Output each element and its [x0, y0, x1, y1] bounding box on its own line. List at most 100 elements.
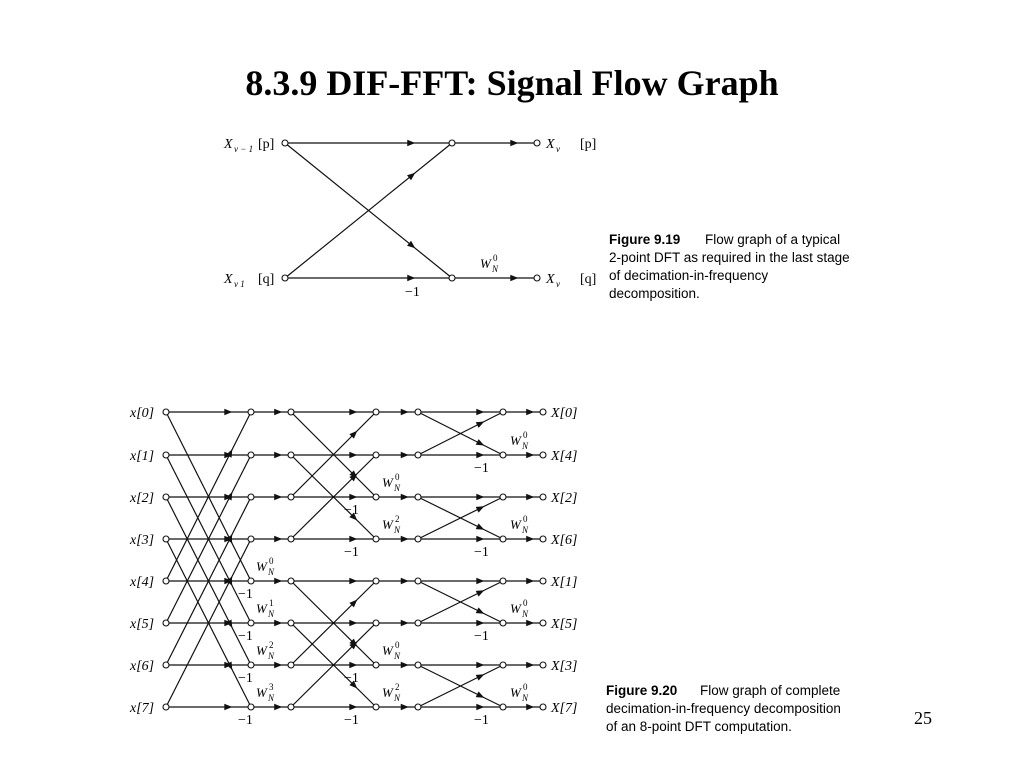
stage2-cross-branch — [290, 580, 377, 666]
node — [414, 493, 422, 501]
arrowhead — [526, 493, 535, 501]
output-label-0: X[0] — [550, 406, 577, 421]
node — [499, 408, 507, 416]
arrowhead — [400, 703, 409, 711]
arrowhead — [475, 674, 485, 681]
figure-9-19-caption-line: Flow graph of a typical — [705, 232, 840, 247]
stage2-twiddle-label-subscript: N — [393, 693, 401, 703]
stage2-cross-branch — [290, 622, 377, 708]
output-label-4: X[1] — [550, 575, 577, 590]
node — [499, 493, 507, 501]
arrowhead — [349, 599, 358, 608]
arrowhead — [476, 619, 485, 627]
input-label-p-index: [p] — [258, 137, 274, 152]
figure-9-20-caption-line: of an 8-point DFT computation. — [606, 719, 792, 734]
stage3-cross-branch — [417, 496, 504, 540]
stage1-twiddle-label-exponent: 2 — [269, 640, 274, 650]
stage2-twiddle-label-subscript: N — [393, 525, 401, 535]
node — [414, 661, 422, 669]
arrowhead — [274, 661, 283, 669]
arrowhead — [526, 451, 535, 459]
stage3-minus-one-label: −1 — [474, 713, 489, 728]
arrowhead — [274, 619, 283, 627]
arrowhead — [400, 408, 409, 416]
arrowhead — [349, 661, 358, 669]
figure-9-19-caption-line: 2-point DFT as required in the last stag… — [609, 250, 850, 265]
node — [247, 619, 255, 627]
stage1-cross-branch — [165, 538, 252, 708]
output-label-q-index: [q] — [580, 272, 596, 287]
node — [247, 408, 255, 416]
stage1-twiddle-label: W — [256, 601, 268, 616]
slide-title: 8.3.9 DIF-FFT: Signal Flow Graph — [245, 63, 779, 103]
stage3-twiddle-label-subscript: N — [521, 525, 529, 535]
arrowhead — [274, 535, 283, 543]
output-label-p-index: [p] — [580, 137, 596, 152]
arrowhead — [349, 641, 358, 650]
node — [539, 493, 547, 501]
node — [162, 703, 170, 711]
node — [372, 493, 380, 501]
stage3-cross-branch — [417, 411, 504, 456]
node — [372, 661, 380, 669]
output-label-p: X — [545, 137, 555, 152]
node — [533, 274, 541, 282]
node — [539, 535, 547, 543]
node — [281, 139, 289, 147]
arrowhead — [476, 535, 485, 543]
arrowhead — [476, 577, 485, 585]
stage2-twiddle-label-exponent: 0 — [395, 640, 400, 650]
stage2-minus-one-label: −1 — [344, 713, 359, 728]
node — [247, 661, 255, 669]
node — [414, 703, 422, 711]
stage2-twiddle-label: W — [382, 517, 394, 532]
stage2-twiddle-label-exponent: 2 — [395, 514, 400, 524]
stage1-twiddle-label-exponent: 3 — [269, 682, 274, 692]
arrowhead — [407, 274, 416, 282]
arrowhead — [407, 139, 416, 147]
output-label-3: X[6] — [550, 533, 577, 548]
input-label-p: X — [223, 137, 233, 152]
stage2-twiddle-label-exponent: 0 — [395, 472, 400, 482]
stage2-twiddle-label: W — [382, 643, 394, 658]
node — [162, 535, 170, 543]
arrowhead — [224, 703, 233, 711]
stage2-twiddle-label: W — [382, 475, 394, 490]
arrowhead — [274, 703, 283, 711]
output-label-7: X[7] — [550, 701, 577, 716]
twiddle-label-subscript: N — [491, 264, 499, 274]
arrowhead — [349, 473, 358, 482]
stage3-twiddle-label-exponent: 0 — [523, 682, 528, 692]
stage3-cross-branch — [417, 664, 504, 708]
arrowhead — [476, 703, 485, 711]
node — [414, 619, 422, 627]
stage1-twiddle-label-subscript: N — [267, 609, 275, 619]
figure-9-20-caption-line: decimation-in-frequency decomposition — [606, 701, 841, 716]
arrowhead — [349, 451, 358, 459]
arrowhead — [349, 619, 358, 627]
arrowhead — [475, 590, 485, 597]
figure-9-19-caption-line: decomposition. — [609, 286, 700, 301]
node — [499, 451, 507, 459]
input-label-3: x[3] — [129, 533, 154, 548]
input-label-5: x[5] — [129, 617, 154, 632]
arrowhead — [510, 139, 519, 147]
stage3-twiddle-label: W — [510, 517, 522, 532]
stage3-twiddle-label-exponent: 0 — [523, 598, 528, 608]
node — [287, 408, 295, 416]
stage2-twiddle-label-subscript: N — [393, 483, 401, 493]
stage2-twiddle-label-exponent: 2 — [395, 682, 400, 692]
arrowhead — [400, 493, 409, 501]
stage2-cross-branch — [290, 411, 377, 498]
stage2-minus-one-label: −1 — [344, 545, 359, 560]
stage3-minus-one-label: −1 — [474, 461, 489, 476]
node — [162, 408, 170, 416]
arrowhead — [225, 533, 233, 543]
output-label-q: X — [545, 272, 555, 287]
stage3-cross-branch — [417, 580, 504, 624]
node — [372, 703, 380, 711]
arrowhead — [476, 493, 485, 501]
stage3-twiddle-label-exponent: 0 — [523, 430, 528, 440]
